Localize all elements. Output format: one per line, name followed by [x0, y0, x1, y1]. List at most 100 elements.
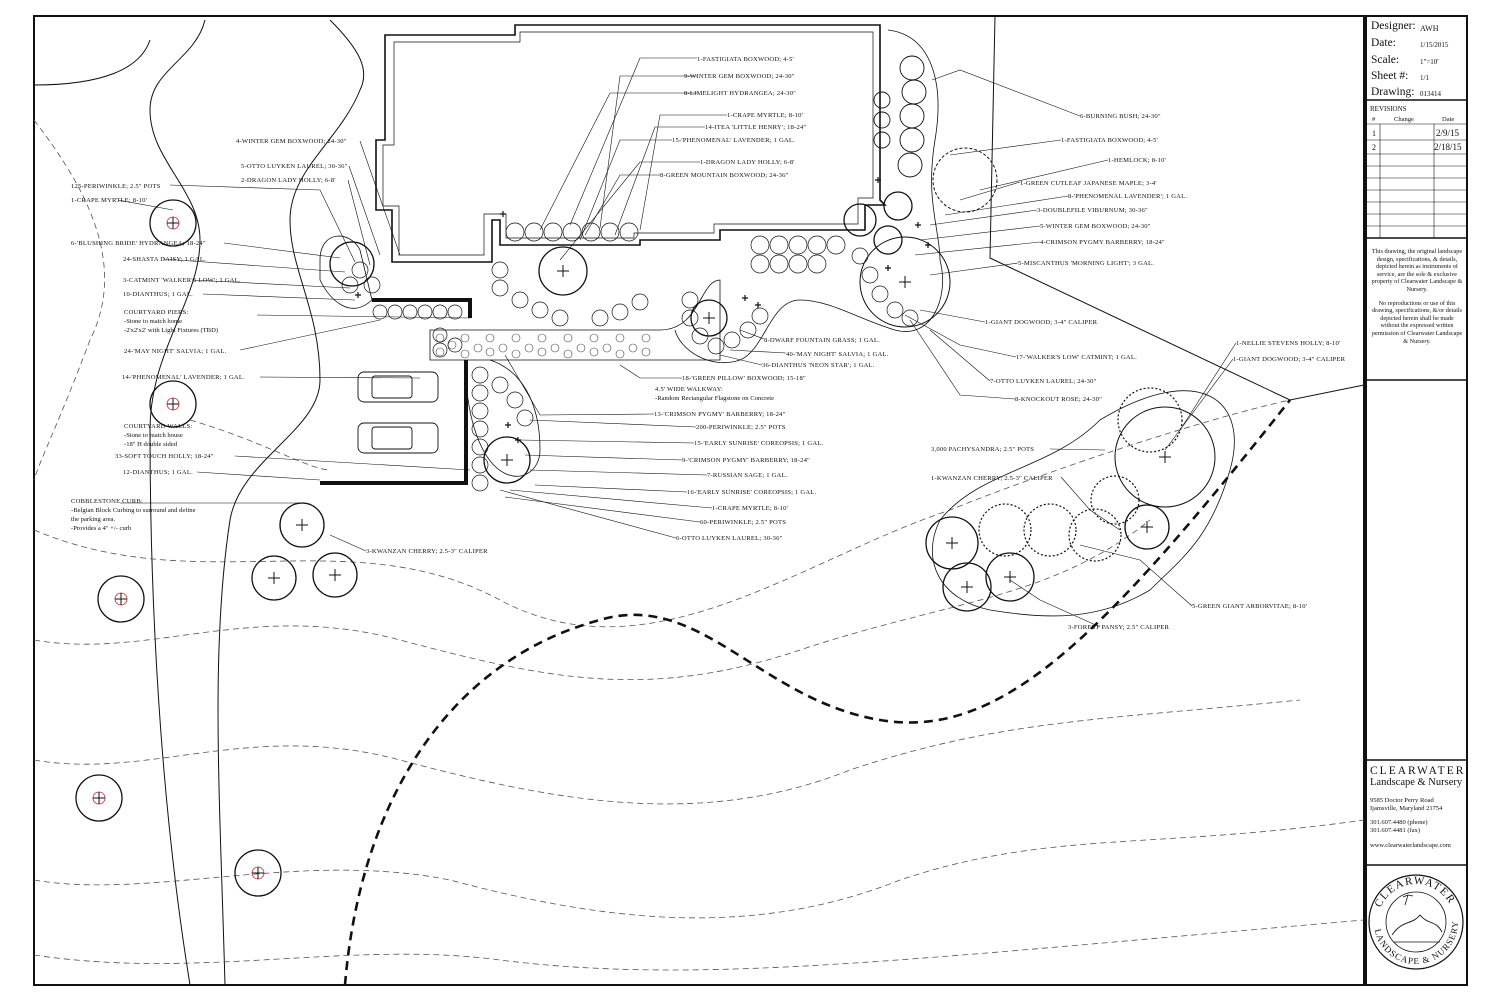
disclaimer-paragraph: No reproductions or use of this drawing,…	[1371, 299, 1463, 345]
sheet-border	[33, 15, 1365, 986]
leader-lines	[117, 57, 1237, 628]
plant-label: 1-GREEN CUTLEAF JAPANESE MAPLE; 3-4'	[1020, 180, 1157, 187]
driveway-edge	[33, 39, 151, 86]
plant-label: 3-DOUBLEFILE VIBURNUM; 30-36"	[1037, 207, 1148, 214]
courtyard-wall	[372, 298, 472, 318]
plant-label: 33-SOFT TOUCH HOLLY; 18-24"	[115, 453, 214, 460]
company-website[interactable]: www.clearwaterlandscape.com	[1370, 842, 1451, 849]
plant-label: 1-NELLIE STEVENS HOLLY; 8-10'	[1236, 340, 1340, 347]
revisions-col-date: Date	[1442, 116, 1455, 123]
plant-label: 1-KWANZAN CHERRY; 2.5-3" CALIPER	[931, 475, 1053, 482]
plant-label: 6-OTTO LUYKEN LAUREL; 30-36"	[676, 535, 783, 542]
plant-label: 5-GREEN GIANT ARBORVITAE; 8-10'	[1192, 603, 1307, 610]
note-heading: COURTYARD WALLS:	[124, 423, 192, 430]
plant-label: 7-OTTO LUYKEN LAUREL; 24-30"	[990, 378, 1097, 385]
plant-label: 13-'CRIMSON PYGMY' BARBERRY; 18-24"	[654, 411, 786, 418]
note-text: -Belgian Block Curbing to surround and d…	[71, 507, 196, 514]
plant-label: 14-ITEA 'LITTLE HENRY'; 18-24"	[705, 124, 806, 131]
plant-label: 10-DIANTHUS; 1 GAL.	[123, 291, 193, 298]
plant-label: 3-KWANZAN CHERRY; 2.5-3" CALIPER	[366, 548, 488, 555]
plant-label: 60-PERIWINKLE; 2.5" POTS	[700, 519, 786, 526]
plant-label: 2-DRAGON LADY HOLLY; 6-8'	[241, 177, 336, 184]
note-text: -Stone to match home	[124, 318, 182, 325]
designer-value: AWH	[1420, 24, 1439, 33]
plant-label: 12-DIANTHUS; 1 GAL.	[123, 469, 193, 476]
company-fax: 301.607.4481 (fax)	[1370, 827, 1421, 834]
plant-label: 8-DWARF FOUNTAIN GRASS; 1 GAL.	[764, 337, 880, 344]
plant-label: 1-CRAPE MYRTLE; 8-10'	[712, 505, 788, 512]
revisions-col-change: Change	[1394, 116, 1414, 123]
company-name: CLEARWATER	[1370, 765, 1466, 777]
note-text: the parking area.	[71, 516, 115, 523]
plant-label: 40-'MAY NIGHT' SALVIA; 1 GAL.	[786, 351, 889, 358]
note-text: -Random Rectangular Flagstone on Concret…	[655, 395, 774, 402]
plant-label: 3,000 PACHYSANDRA; 2.5" POTS	[931, 446, 1034, 453]
plant-label: 15-'PHENOMENAL' LAVENDER; 1 GAL.	[672, 137, 795, 144]
planting-bed-outline	[674, 29, 943, 364]
plant-label: 200-PERIWINKLE; 2.5" POTS	[696, 424, 786, 431]
revision-date: 2/9/15	[1436, 128, 1460, 138]
date-value: 1/15/2015	[1420, 41, 1449, 49]
plant-label: 1-FASTIGIATA BOXWOOD; 4-5'	[697, 56, 794, 63]
revisions-col-num: #	[1372, 116, 1376, 123]
company-logo	[1368, 874, 1464, 970]
plant-label: 24-SHASTA DAISY; 1 GAL.	[123, 256, 206, 263]
note-text: -Stone to match house	[124, 432, 183, 439]
plant-label: 4-CRIMSON PYGMY BARBERRY; 18-24"	[1040, 239, 1165, 246]
property-line	[989, 15, 1365, 401]
title-block-border	[1365, 15, 1468, 986]
plant-label: 1-HEMLOCK; 8-10'	[1108, 157, 1166, 164]
plant-label: 1-GIANT DOGWOOD; 3-4" CALIPER	[985, 319, 1098, 326]
plant-label: 4-WINTER GEM BOXWOOD; 24-30"	[236, 138, 347, 145]
company-address-line: 9585 Doctor Perry Road	[1370, 797, 1434, 804]
plant-label: 7-RUSSIAN SAGE; 1 GAL.	[707, 472, 788, 479]
plant-label: 15-'EARLY SUNRISE' COREOPSIS; 1 GAL.	[694, 440, 824, 447]
revision-num: 1	[1372, 129, 1376, 138]
copyright-disclaimer: This drawing, the original landscape des…	[1371, 248, 1463, 345]
note-heading: COBBLESTONE CURB:	[71, 498, 143, 505]
plant-label: 6-'BLUSHING BRIDE' HYDRANGEA; 18-24"	[71, 240, 206, 247]
title-block-grid	[1366, 99, 1467, 866]
plant-label: 1-FASTIGIATA BOXWOOD; 4-5'	[1061, 137, 1158, 144]
note-heading: COURTYARD PIERS:	[124, 309, 189, 316]
house-inner-line	[382, 31, 874, 256]
tree-center-mark	[92, 216, 265, 880]
company-subtitle: Landscape & Nursery	[1370, 777, 1463, 788]
plant-label: 5-WINTER GEM BOXWOOD; 24-30"	[1040, 223, 1151, 230]
driveway-edge	[217, 19, 365, 986]
driveway-edge	[149, 19, 206, 986]
plant-label: 8-'PHENOMENAL LAVENDER'; 1 GAL.	[1068, 193, 1187, 200]
plant-label: 3-CATMINT 'WALKER'S LOW'; 1 GAL.	[123, 277, 241, 284]
perennial-marks	[355, 177, 931, 443]
drawing-label: Drawing:	[1371, 86, 1415, 98]
logo-bottom-text: LANDSCAPE & NURSERY	[1373, 920, 1460, 966]
plant-label: 5-OTTO LUYKEN LAUREL; 30-36"	[241, 163, 348, 170]
plant-label: 1-CRAPE MYRTLE; 8-10'	[71, 197, 147, 204]
drawing-value: 013414	[1420, 90, 1441, 98]
sheet-label: Sheet #:	[1371, 70, 1409, 82]
sheet-value: 1/1	[1420, 74, 1429, 82]
plant-label: 8-LIMELIGHT HYDRANGEA; 24-30"	[684, 90, 796, 97]
courtyard-wall	[320, 360, 468, 485]
planting-bed-outline	[319, 235, 373, 309]
note-heading: 4.5' WIDE WALKWAY:	[655, 386, 723, 393]
parked-car	[357, 371, 439, 454]
plant-label: 3-FOREST PANSY; 2.5" CALIPER	[1068, 624, 1170, 631]
designer-label: Designer:	[1371, 20, 1416, 32]
scale-label: Scale:	[1371, 54, 1400, 66]
tree-symbol	[859, 147, 1216, 508]
plant-label: 17-'WALKER'S LOW' CATMINT; 1 GAL.	[1016, 354, 1137, 361]
arborvitae-symbols	[978, 387, 1183, 562]
note-text: -18" H double sided	[124, 441, 178, 448]
tree-circle	[75, 191, 1170, 897]
house-footprint	[375, 24, 887, 263]
note-text: -2'x2'x2' with Light Fixtures (TBD)	[124, 327, 218, 334]
plant-label: 24-'MAY NIGHT' SALVIA; 1 GAL.	[124, 348, 227, 355]
plant-label: 125-PERIWINKLE; 2.5" POTS	[71, 183, 161, 190]
plant-label: 18-'GREEN PILLOW' BOXWOOD; 15-18"	[682, 375, 806, 382]
plant-label: 9-WINTER GEM BOXWOOD; 24-30"	[684, 73, 795, 80]
contour-lines	[33, 119, 1365, 971]
walkway	[429, 279, 721, 361]
plant-label: 9-'CRIMSON PYGMY' BARBERRY; 18-24"	[682, 457, 810, 464]
